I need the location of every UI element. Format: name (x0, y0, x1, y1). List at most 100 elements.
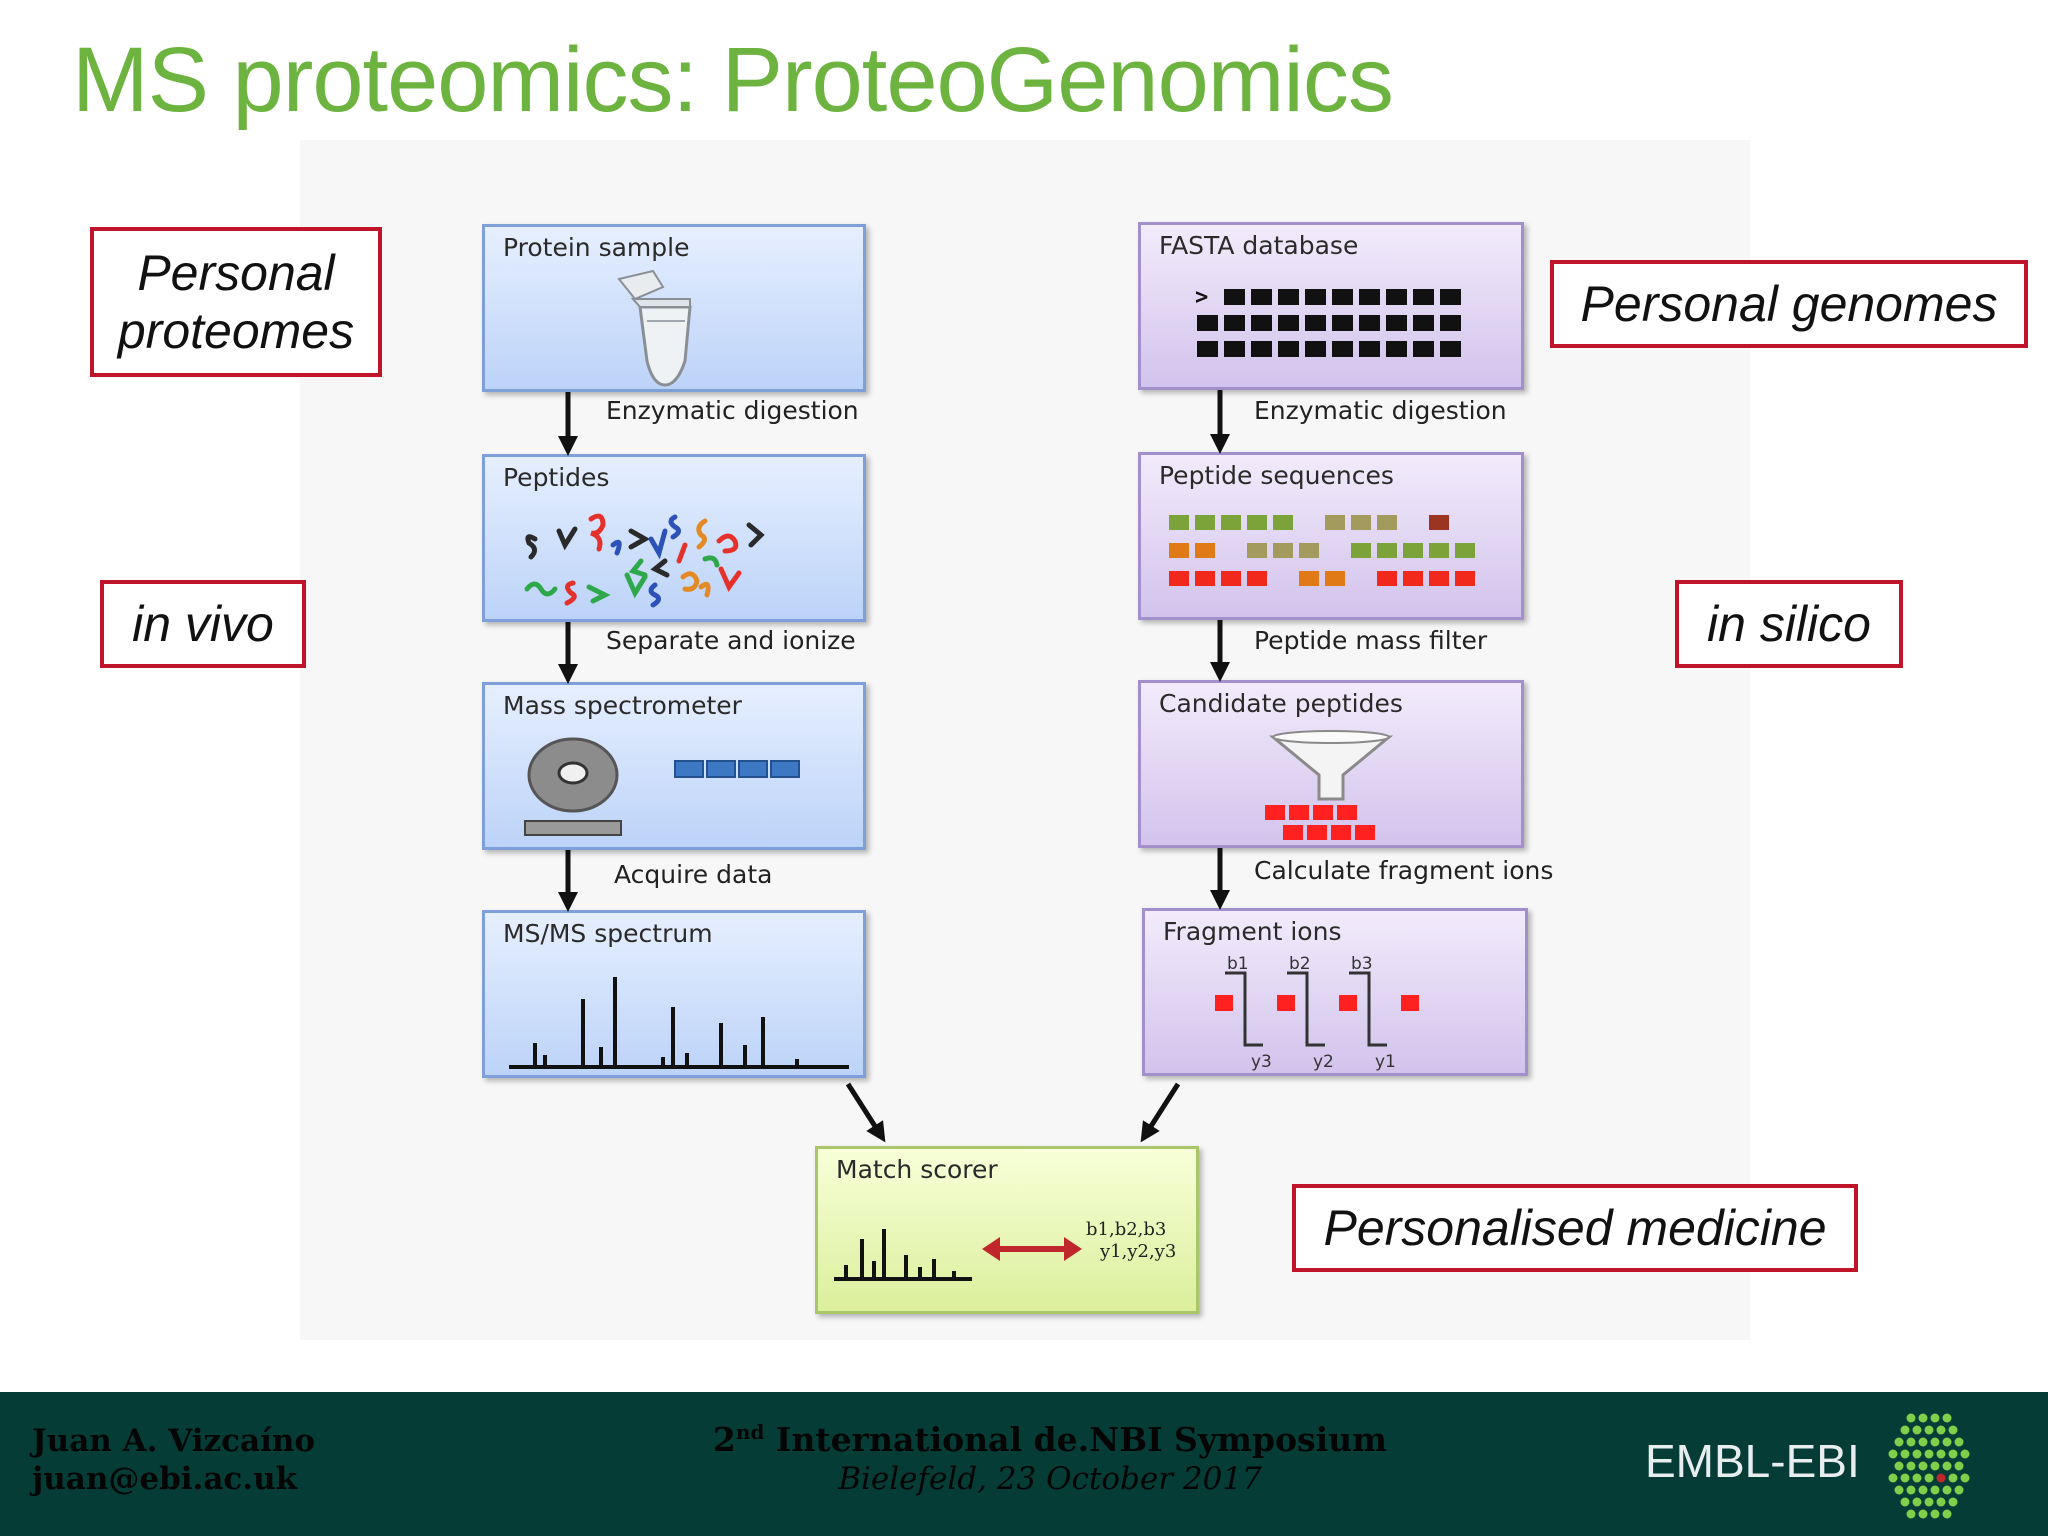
protein-sample-label: Protein sample (503, 233, 690, 262)
callout-personal-proteomes-line1: Personal (137, 245, 335, 301)
fasta-residue-block (1440, 315, 1461, 331)
peptide-residue-block (1299, 571, 1319, 586)
footer-event-block: 2nd International de.NBI Symposium Biele… (650, 1420, 1450, 1497)
logo-dot (1942, 1413, 1952, 1423)
logo-dot (1906, 1509, 1916, 1519)
logo-dot (1888, 1473, 1898, 1483)
logo-dot (1918, 1461, 1928, 1471)
fasta-residue-block (1305, 341, 1326, 357)
fasta-residue-block (1386, 289, 1407, 305)
fasta-database-label: FASTA database (1159, 231, 1359, 260)
logo-dot (1912, 1497, 1922, 1507)
logo-dot (1894, 1461, 1904, 1471)
footer-event-suffix: nd (735, 1420, 765, 1444)
fasta-residue-block (1413, 289, 1434, 305)
footer-email: juan@ebi.ac.uk (32, 1461, 298, 1497)
fasta-residue-block (1278, 341, 1299, 357)
peptide-residue-block (1169, 543, 1189, 558)
peptide-residue-block (1247, 543, 1267, 558)
step-left-digestion: Enzymatic digestion (606, 396, 859, 425)
peptide-residue-block (1351, 515, 1371, 530)
logo-dot (1930, 1509, 1940, 1519)
logo-dot (1906, 1413, 1916, 1423)
match-scorer-label: Match scorer (836, 1155, 998, 1184)
logo-dot (1906, 1461, 1916, 1471)
match-b-ions: b1,b2,b3 (1086, 1219, 1167, 1240)
logo-dot (1894, 1485, 1904, 1495)
fragment-ions-label: Fragment ions (1163, 917, 1342, 946)
footer-place-date: Bielefeld, 23 October 2017 (838, 1461, 1262, 1497)
fasta-residue-block (1251, 315, 1272, 331)
match-y-ions: y1,y2,y3 (1100, 1241, 1177, 1262)
step-right-mass-filter: Peptide mass filter (1254, 626, 1488, 655)
callout-personalised-medicine: Personalised medicine (1292, 1184, 1858, 1272)
logo-dot (1924, 1497, 1934, 1507)
fasta-residue-block (1197, 315, 1218, 331)
y1-label: y1 (1375, 1052, 1396, 1072)
b1-label: b1 (1227, 954, 1249, 974)
fasta-residue-block (1332, 341, 1353, 357)
peptide-residue-block (1221, 571, 1241, 586)
match-scorer-box: Match scorer b1,b2,b3 y1,y2,y3 (815, 1146, 1199, 1314)
embl-ebi-logo-text: EMBL-EBI (1645, 1435, 1860, 1487)
logo-dot (1906, 1485, 1916, 1495)
logo-dot (1948, 1425, 1958, 1435)
step-right-fragment: Calculate fragment ions (1254, 856, 1554, 885)
logo-dot (1936, 1449, 1946, 1459)
peptide-residue-block (1429, 543, 1449, 558)
fasta-residue-block (1359, 315, 1380, 331)
logo-dot (1900, 1449, 1910, 1459)
logo-dot (1936, 1473, 1946, 1483)
logo-dot (1960, 1449, 1970, 1459)
b3-label: b3 (1351, 954, 1373, 974)
logo-dot (1930, 1413, 1940, 1423)
protein-sample-box: Protein sample (482, 224, 866, 392)
logo-dot (1912, 1449, 1922, 1459)
logo-dot (1942, 1461, 1952, 1471)
logo-dot (1930, 1461, 1940, 1471)
fasta-residue-block (1278, 315, 1299, 331)
fasta-residue-block (1332, 289, 1353, 305)
step-left-separate: Separate and ionize (606, 626, 856, 655)
peptide-residue-block (1455, 543, 1475, 558)
footer-event-name: International de.NBI Symposium (775, 1420, 1388, 1459)
fasta-database-box: FASTA database > (1138, 222, 1524, 390)
peptide-residue-block (1195, 571, 1215, 586)
footer-event: 2nd International de.NBI Symposium (650, 1420, 1450, 1459)
logo-dot (1918, 1437, 1928, 1447)
logo-dot (1912, 1473, 1922, 1483)
mass-spectrometer-box: Mass spectrometer (482, 682, 866, 850)
logo-dot (1924, 1425, 1934, 1435)
fasta-residue-block (1440, 341, 1461, 357)
double-arrow-icon (982, 1237, 1082, 1261)
fasta-residue-block (1197, 341, 1218, 357)
fasta-prompt: > (1195, 285, 1209, 310)
mass-spectrometer-label: Mass spectrometer (503, 691, 742, 720)
logo-dot (1900, 1473, 1910, 1483)
callout-personal-proteomes-line2: proteomes (117, 303, 355, 359)
fasta-residue-block (1332, 315, 1353, 331)
peptides-box: Peptides (482, 454, 866, 622)
callout-in-vivo: in vivo (100, 580, 306, 668)
step-left-acquire: Acquire data (614, 860, 773, 889)
fasta-residue-block (1251, 341, 1272, 357)
logo-dot (1918, 1509, 1928, 1519)
logo-dot (1900, 1425, 1910, 1435)
logo-dot (1918, 1485, 1928, 1495)
fasta-residue-block (1278, 289, 1299, 305)
peptide-residue-block (1195, 515, 1215, 530)
logo-dot (1942, 1509, 1952, 1519)
peptide-squiggles-icon (524, 513, 765, 608)
footer-author-block: Juan A. Vizcaíno juan@ebi.ac.uk (32, 1422, 315, 1498)
footer-event-ordinal: 2 (712, 1420, 736, 1459)
peptide-residue-block (1377, 571, 1397, 586)
logo-dot (1924, 1449, 1934, 1459)
fasta-residue-block (1305, 315, 1326, 331)
logo-dot (1954, 1485, 1964, 1495)
logo-dot (1906, 1437, 1916, 1447)
embl-ebi-logo-icon (1888, 1413, 1970, 1519)
logo-dot (1918, 1413, 1928, 1423)
fasta-residue-block (1251, 289, 1272, 305)
peptide-residue-block (1377, 543, 1397, 558)
peptide-residue-block (1169, 515, 1189, 530)
